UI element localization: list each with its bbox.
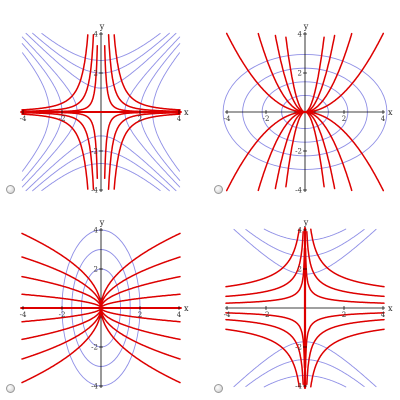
solution-curve	[21, 113, 89, 190]
y-tick-label: 2	[94, 70, 98, 78]
x-axis-label: x	[184, 304, 189, 313]
solution-curve	[310, 328, 385, 388]
y-tick-label: -2	[295, 344, 302, 352]
solution-curve	[225, 247, 306, 304]
x-tick-label: 4	[177, 115, 182, 123]
radio-button-2[interactable]	[214, 185, 223, 194]
y-tick-label: -4	[295, 383, 302, 391]
y-axis-label: y	[99, 22, 105, 31]
x-tick-label: 4	[381, 115, 386, 123]
y-tick-label: -4	[91, 187, 98, 195]
x-tick-label: -4	[20, 115, 27, 123]
y-tick-label: -2	[91, 148, 98, 156]
x-tick-label: 4	[177, 311, 182, 319]
solution-curve	[304, 312, 385, 369]
radio-button-4[interactable]	[214, 384, 223, 393]
x-tick-label: -2	[263, 311, 270, 319]
solution-curve	[306, 318, 385, 386]
x-axis-label: x	[388, 304, 393, 313]
radio-button-1[interactable]	[6, 185, 15, 194]
x-tick-label: -2	[59, 311, 66, 319]
y-tick-label: -2	[91, 344, 98, 352]
y-tick-label: 4	[298, 31, 303, 39]
y-tick-label: -4	[91, 383, 98, 391]
x-tick-label: -4	[20, 311, 27, 319]
solution-curve	[113, 34, 181, 111]
x-tick-label: -4	[224, 115, 231, 123]
x-tick-label: -2	[263, 115, 270, 123]
x-tick-label: 2	[138, 115, 142, 123]
x-tick-label: -4	[224, 311, 231, 319]
x-axis-label: x	[184, 108, 189, 117]
y-tick-label: 4	[94, 227, 99, 235]
y-tick-label: 2	[94, 266, 98, 274]
solution-curve	[225, 312, 306, 369]
radio-button-3[interactable]	[6, 384, 15, 393]
x-tick-label: 2	[138, 311, 142, 319]
y-tick-label: 4	[94, 31, 99, 39]
y-tick-label: 4	[298, 227, 303, 235]
y-axis-label: y	[99, 218, 105, 227]
y-axis-label: y	[303, 218, 309, 227]
y-tick-label: 2	[298, 70, 302, 78]
y-axis-label: y	[303, 22, 309, 31]
solution-curve	[225, 318, 304, 386]
y-tick-label: -2	[295, 148, 302, 156]
y-tick-label: -4	[295, 187, 302, 195]
x-tick-label: 2	[342, 311, 346, 319]
solution-curve	[225, 328, 300, 388]
x-axis-label: x	[388, 108, 393, 117]
x-tick-label: 2	[342, 115, 346, 123]
x-tick-label: -2	[59, 115, 66, 123]
x-tick-label: 4	[381, 311, 386, 319]
y-tick-label: 2	[298, 266, 302, 274]
solution-curve	[306, 230, 385, 298]
solution-curve	[285, 111, 325, 188]
solution-curve	[310, 228, 385, 288]
solution-curve	[225, 230, 304, 298]
solution-curve	[113, 113, 181, 190]
solution-curve	[21, 34, 89, 111]
solution-curve	[225, 228, 300, 288]
solution-curve	[304, 247, 385, 304]
